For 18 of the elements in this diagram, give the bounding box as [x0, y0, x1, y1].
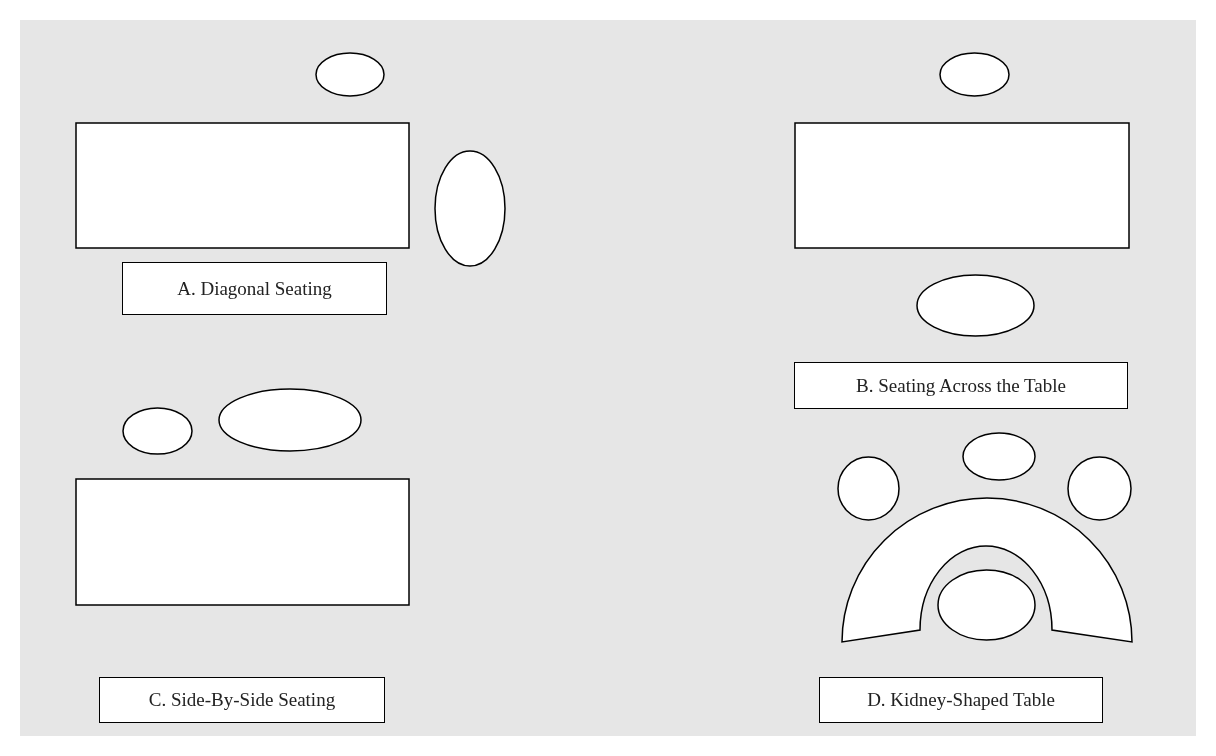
table: [75, 122, 410, 249]
table: [794, 122, 1130, 249]
chair: [1067, 456, 1132, 521]
chair: [937, 569, 1036, 641]
caption-box: A. Diagonal Seating: [122, 262, 387, 315]
chair: [837, 456, 900, 521]
table: [75, 478, 410, 606]
chair: [122, 407, 193, 455]
caption-box: C. Side-By-Side Seating: [99, 677, 385, 723]
chair: [962, 432, 1036, 481]
chair: [916, 274, 1035, 337]
caption-box: B. Seating Across the Table: [794, 362, 1128, 409]
chair: [315, 52, 385, 97]
chair: [939, 52, 1010, 97]
caption-box: D. Kidney-Shaped Table: [819, 677, 1103, 723]
chair: [218, 388, 362, 452]
kidney-table: [840, 496, 1134, 644]
chair: [434, 150, 506, 267]
